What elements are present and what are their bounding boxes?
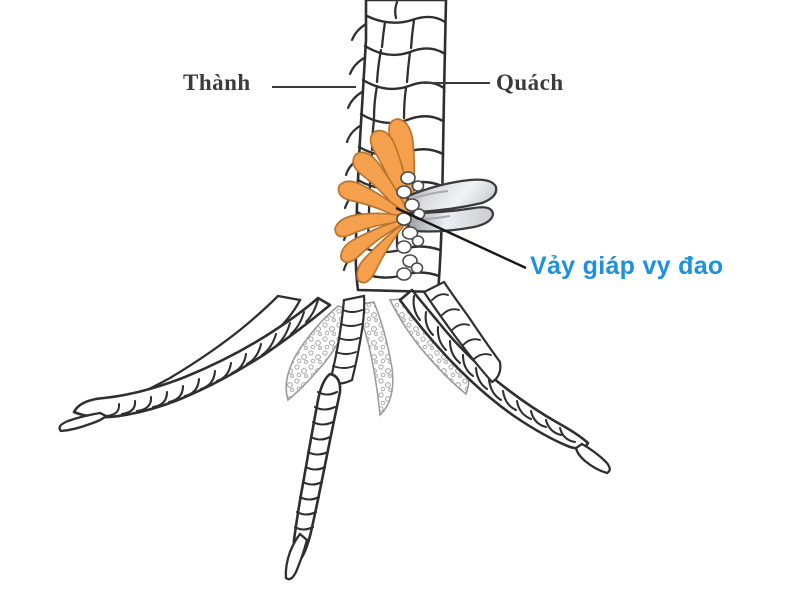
toe-middle-outline [292, 372, 342, 562]
claw-right [574, 442, 611, 475]
spur-group [406, 178, 498, 233]
spur-shading [413, 190, 451, 221]
label-vay-giap-vy-dao: Vảy giáp vy đao [530, 252, 724, 280]
toe-right-inner-outline [422, 280, 502, 384]
toe-left-outline [72, 296, 332, 419]
claw-left [58, 411, 108, 433]
toe-right-outline [398, 288, 590, 450]
illustration-group [58, 0, 611, 581]
toe-right-inner [422, 280, 502, 384]
label-thanh: Thành [183, 70, 251, 95]
web-stipple-texture [285, 297, 470, 417]
spur-base-scales [396, 171, 426, 281]
toe-left-inner [328, 294, 366, 385]
toe-right-outer [398, 288, 611, 475]
leader-lines [272, 82, 527, 270]
toe-middle [284, 372, 342, 581]
toe-left-outer [58, 296, 332, 433]
leader-line-vay [395, 206, 527, 270]
claw-middle [284, 532, 309, 581]
label-quach: Quách [496, 70, 564, 95]
